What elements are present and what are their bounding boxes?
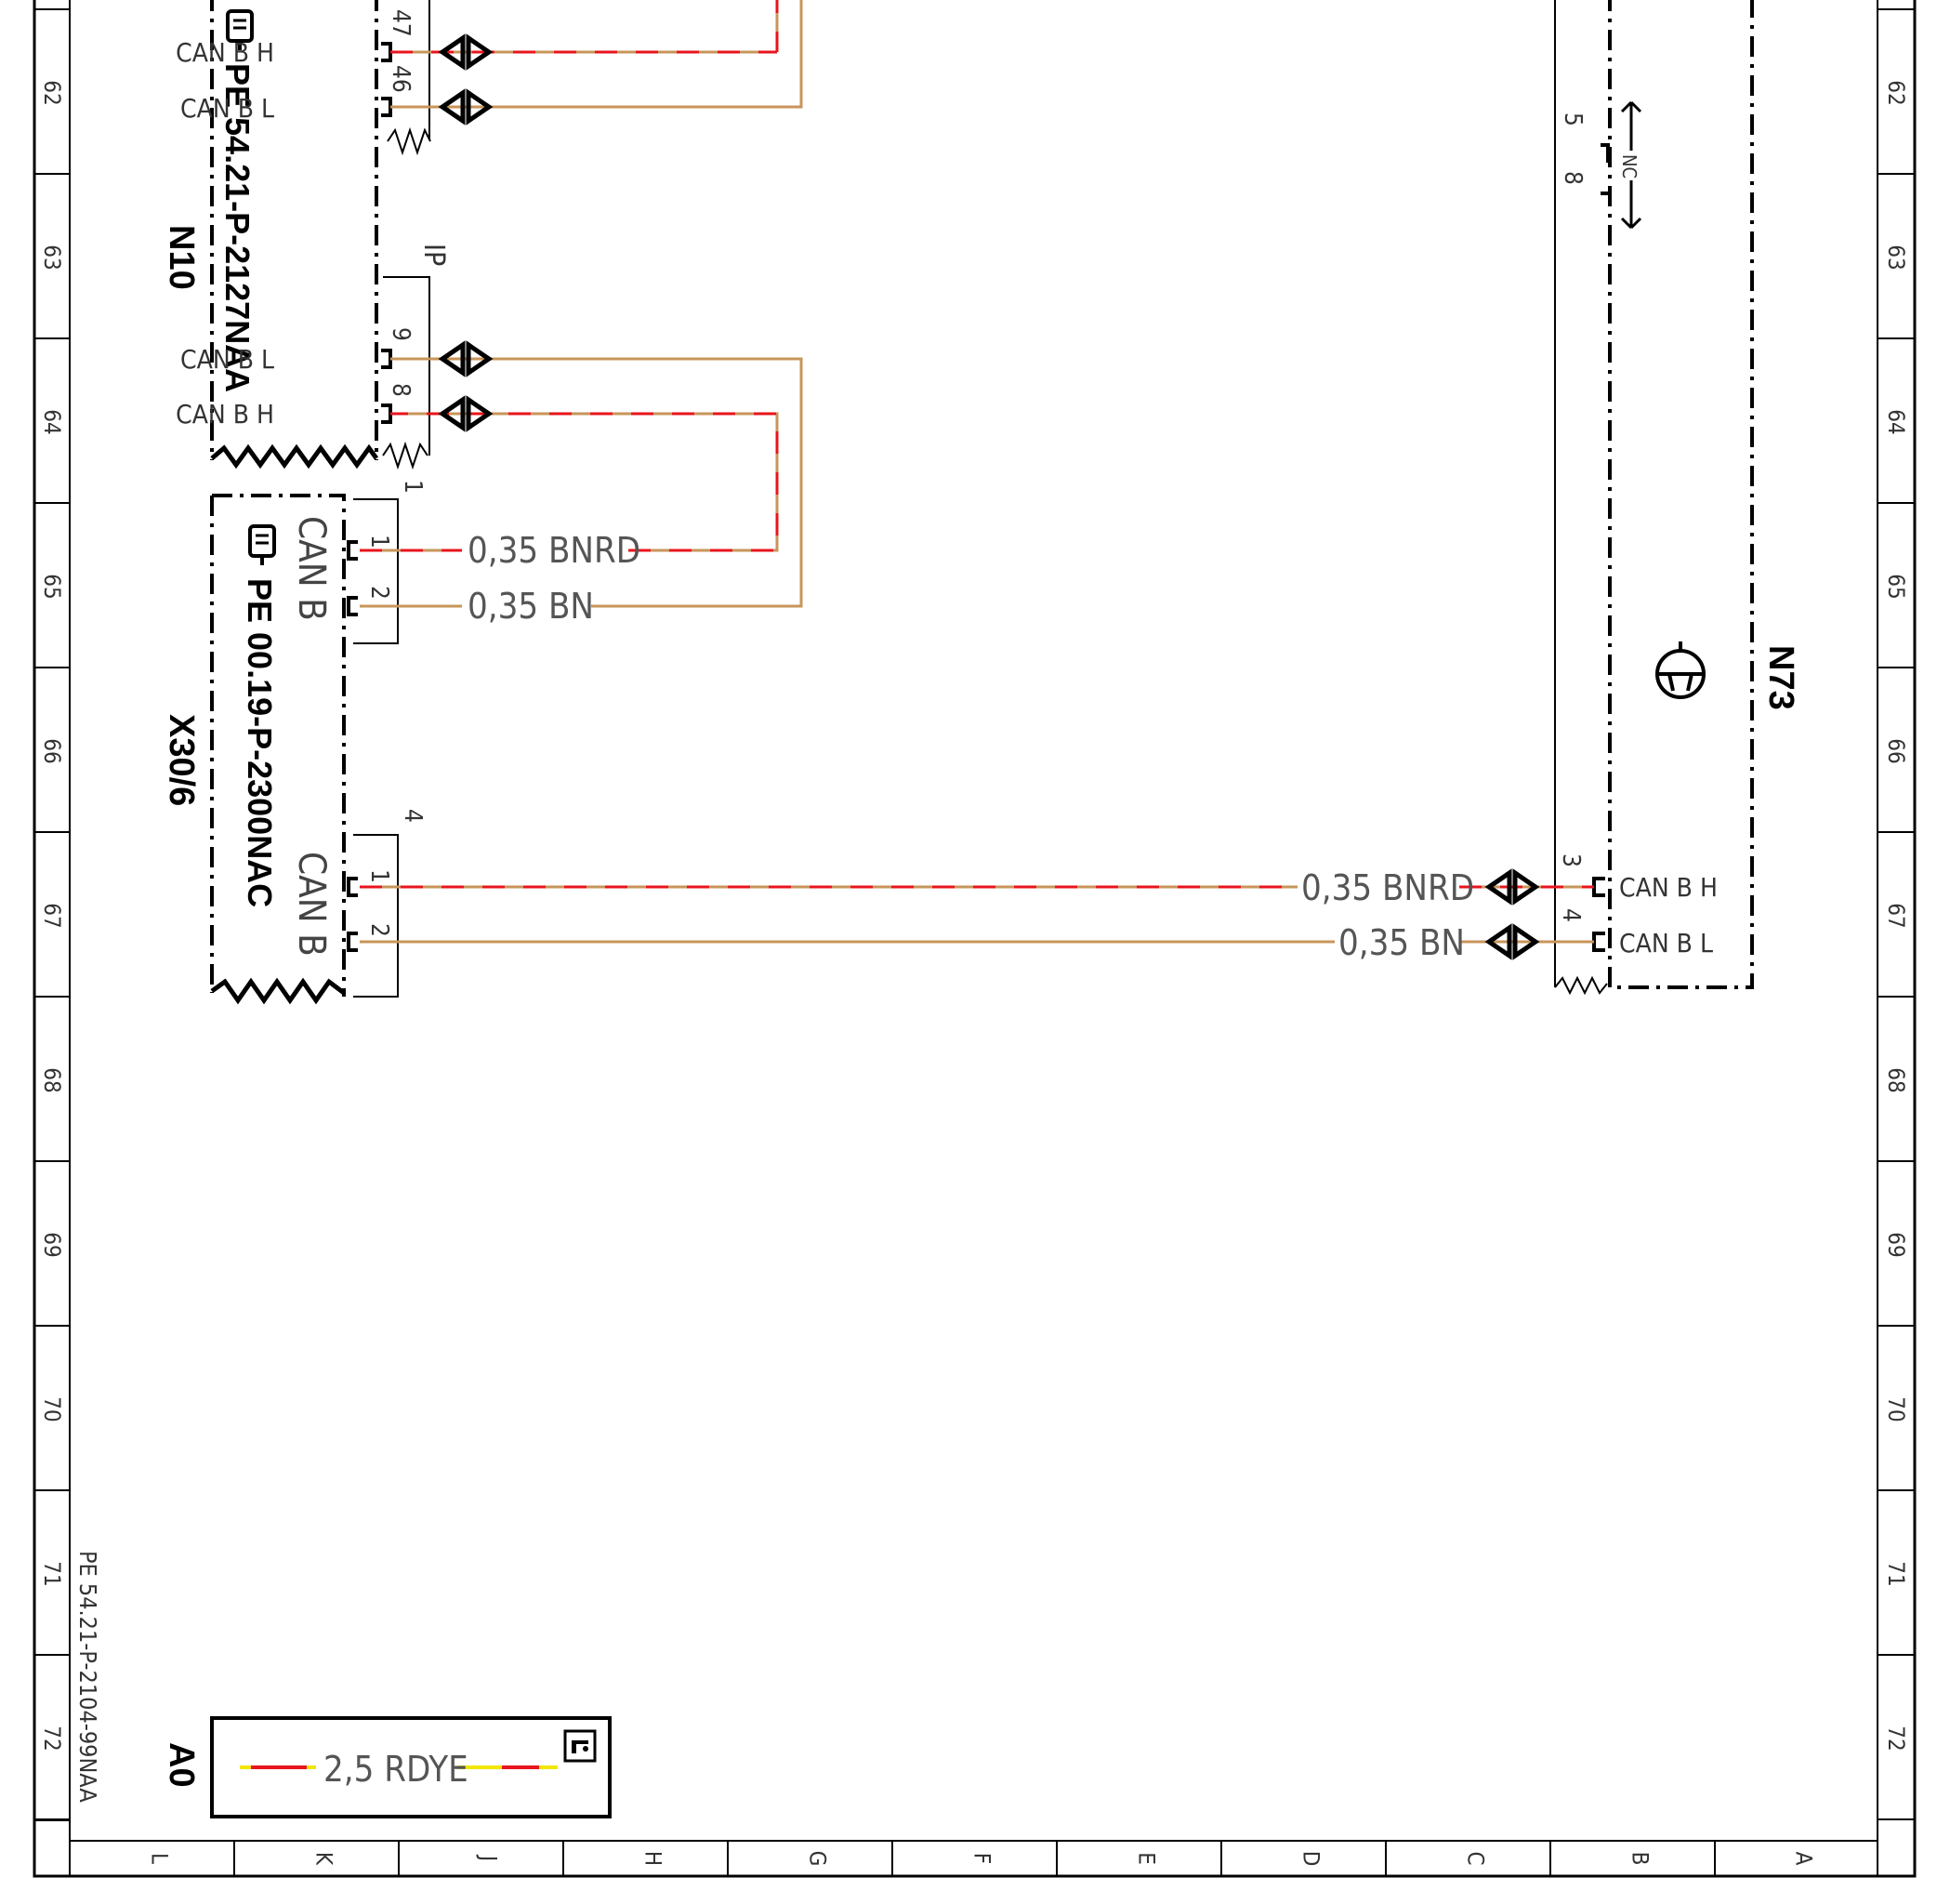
x30-6-pin-number: 1 [365,869,393,883]
row-label: 71 [1883,1561,1909,1586]
row-label: 68 [39,1067,65,1092]
x30-6-connector-number: 4 [399,809,427,823]
row-label: 68 [1883,1067,1909,1092]
row-label: 67 [39,903,65,928]
row-grid-ticks [34,8,1915,1820]
wire-label: 0,35 BNRD [468,530,640,571]
column-grid-ticks: 62 62 63 63 64 64 65 65 66 66 67 67 68 68 69 69 70 70 71 71… [39,80,1909,1876]
component-n10[interactable]: PE 54.21-P-2127NAA N10 IP CAN B H CAN B … [162,0,450,470]
n73-component-id: N73 [1761,645,1800,710]
pin-terminal [1592,877,1605,952]
row-label: 62 [39,80,65,105]
electronic-module-icon [1655,641,1706,699]
n10-component-id: N10 [162,225,201,290]
row-label: 62 [1883,80,1909,105]
n10-pin-number: 46 [387,65,415,93]
column-label: G [805,1851,831,1867]
row-label: 65 [1883,574,1909,599]
n73-signal-label: CAN B L [1619,928,1713,959]
wire-label: 0,35 BN [468,586,594,627]
wire-bn-x30-6-b-n73[interactable]: 0,35 BN [360,922,1594,963]
column-label: K [311,1852,337,1866]
nc-label: NC [1618,154,1641,178]
x30-6-bus-label: CAN B [290,852,333,957]
row-label: 69 [39,1232,65,1257]
wire-bn-n10-top[interactable] [390,0,803,109]
row-label: 66 [1883,738,1909,763]
n10-pin-number: 8 [387,383,415,397]
row-label: 65 [39,574,65,599]
row-label: 63 [39,245,65,270]
n10-signal-label: CAN B L [180,93,274,124]
row-label: 71 [39,1561,65,1586]
n73-nc-pin: 5 [1559,112,1587,126]
column-label: L [147,1853,173,1864]
column-label: B [1627,1852,1654,1866]
row-label: 72 [39,1726,65,1751]
n10-signal-label: CAN B H [176,399,274,430]
row-label: 72 [1883,1726,1909,1751]
a0-component-id: A0 [162,1742,201,1788]
pin-terminal [381,42,392,424]
n10-signal-label: CAN B L [180,344,274,375]
n10-doc-reference: PE 54.21-P-2127NAA [218,63,257,392]
row-label: 70 [1883,1396,1909,1421]
x30-6-pin-number: 2 [365,923,393,937]
n10-ip-connector-label: IP [417,244,450,266]
x30-6-pin-number: 2 [365,586,393,600]
column-label: J [476,1854,502,1861]
column-label: A [1791,1852,1817,1866]
n10-pin-number: 9 [387,327,415,341]
wire-bnrd-x30-6-a[interactable]: 0,35 BNRD [360,412,779,571]
row-label: 67 [1883,903,1909,928]
row-label: 64 [1883,409,1909,434]
pin-terminal [347,540,358,952]
n73-pin-number: 3 [1557,853,1585,867]
row-label: 70 [39,1396,65,1421]
nc-pin-group: NC 5 8 [1559,100,1642,230]
x30-6-component-id: X30/6 [162,714,201,806]
wire-label: 0,35 BNRD [1301,867,1474,908]
wire-bn-x30-6-a[interactable]: 0,35 BN [360,357,803,627]
drawing-frame [33,0,1917,1878]
column-label: H [640,1851,666,1866]
doc-reference: PE 54.21-P-2104-99NAA [74,1551,101,1803]
component-x30-6[interactable]: PE 00.19-P-2300NAC X30/6 1 CAN B 1 2 4 C… [162,480,427,1005]
wire-label: 0,35 BN [1338,922,1465,963]
row-label: 69 [1883,1232,1909,1257]
column-label: D [1298,1851,1324,1867]
x30-6-pin-number: 1 [365,535,393,549]
n73-signal-label: CAN B H [1619,872,1718,903]
wire-bnrd-n10-top[interactable] [390,0,779,54]
column-label: E [1134,1852,1160,1865]
n73-pin-number: 4 [1557,908,1585,922]
wire-bnrd-x30-6-b-n73[interactable]: 0,35 BNRD [360,867,1594,908]
row-label: 63 [1883,245,1909,270]
pointing-hand-icon [248,524,276,565]
info-icon[interactable] [563,1729,597,1763]
x30-6-connector-number: 1 [399,480,427,494]
pointing-hand-icon [226,9,254,50]
row-label: 66 [39,738,65,763]
row-label: 64 [39,409,65,434]
x30-6-doc-reference: PE 00.19-P-2300NAC [241,578,279,907]
component-n73[interactable]: N73 NC 5 8 3 4 CAN B H CAN B L [1554,0,1800,996]
column-label: F [969,1853,995,1864]
n10-signal-label: CAN B H [176,37,274,68]
a0-wire-label: 2,5 RDYE [323,1749,468,1790]
n10-pin-number: 47 [387,9,415,37]
x30-6-bus-label: CAN B [290,516,333,621]
component-a0[interactable]: A0 2,5 RDYE [162,1716,612,1818]
column-label: C [1463,1851,1489,1865]
n73-nc-pin: 8 [1559,171,1587,185]
